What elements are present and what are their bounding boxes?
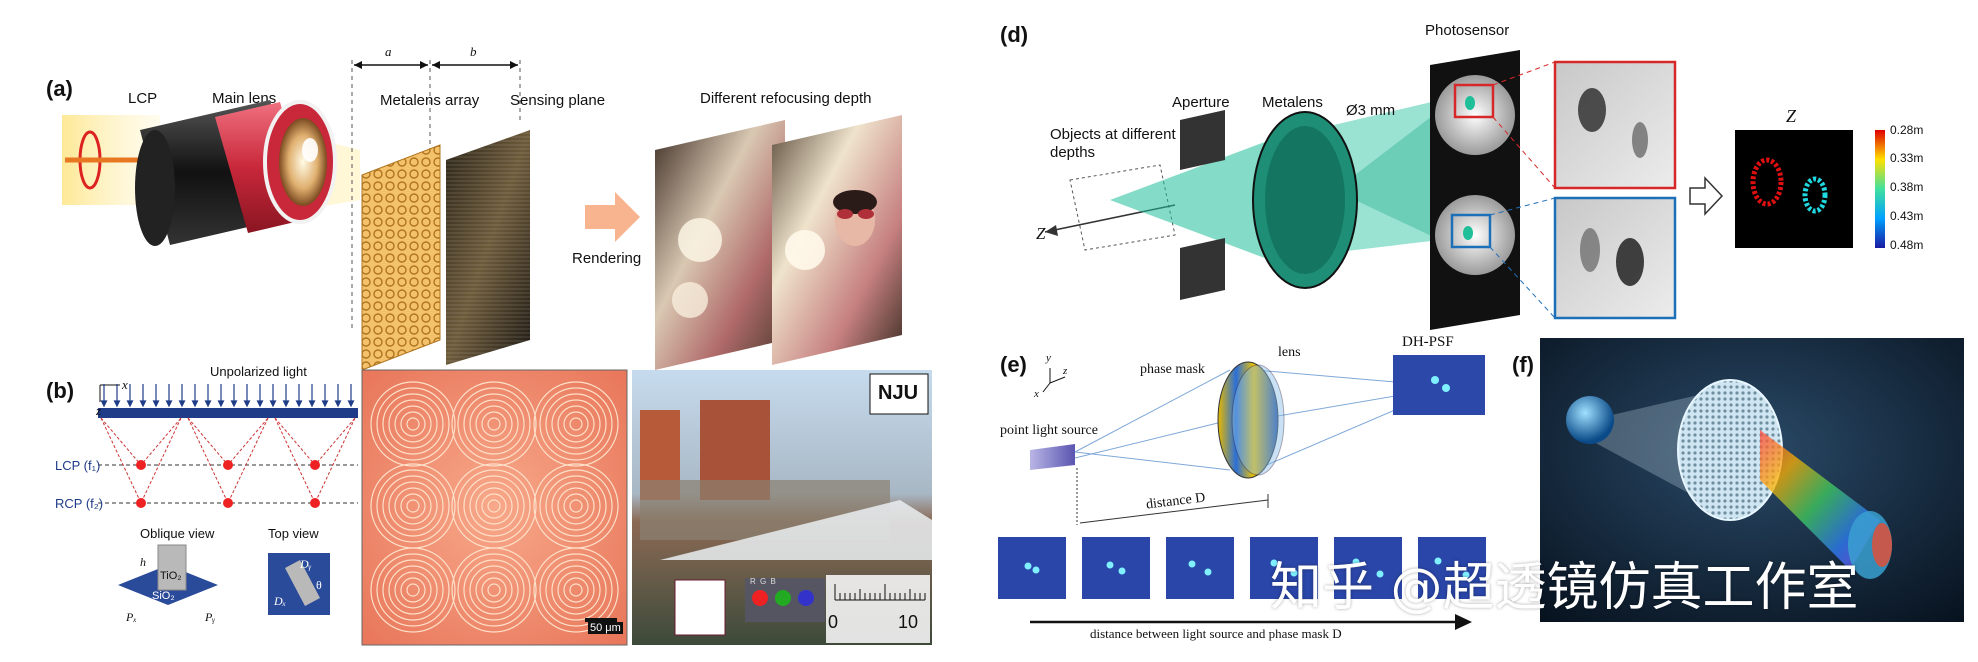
dhpsf-label: DH-PSF bbox=[1402, 334, 1454, 350]
top-view-label: Top view bbox=[268, 526, 319, 541]
watermark: 知乎 @超透镜仿真工作室 bbox=[1270, 558, 1859, 618]
ruler-10-label: 10 bbox=[898, 612, 919, 632]
dx-label: Dₓ bbox=[274, 594, 287, 608]
scale-bar-label: 50 μm bbox=[588, 622, 623, 634]
rendering-label: Rendering bbox=[572, 250, 642, 267]
unpolarized-label: Unpolarized light bbox=[210, 364, 307, 379]
e-axis-z: z bbox=[1063, 365, 1068, 377]
e-axis-x: x bbox=[1034, 388, 1039, 400]
rcp-focus-label: RCP (f₂) bbox=[55, 496, 104, 511]
z-axis-label: Z bbox=[1036, 224, 1046, 243]
nju-label: NJU bbox=[878, 382, 919, 404]
metalens-label: Metalens bbox=[1262, 94, 1323, 111]
ruler-0-label: 0 bbox=[828, 612, 839, 632]
panel-d-label: (d) bbox=[1000, 22, 1029, 47]
rgb-label: R G B bbox=[750, 577, 777, 586]
oblique-view-label: Oblique view bbox=[140, 526, 215, 541]
b-axis-x: x bbox=[122, 377, 128, 392]
h-label: h bbox=[140, 555, 146, 569]
colorbar-tick-2: 0.38m bbox=[1890, 180, 1924, 194]
dim-a-label: a bbox=[385, 44, 392, 59]
panel-f-label: (f) bbox=[1512, 352, 1534, 377]
lcp-label: LCP bbox=[128, 90, 158, 107]
dim-b-label: b bbox=[470, 44, 477, 59]
sensing-plane-label: Sensing plane bbox=[510, 92, 606, 109]
theta-label: θ bbox=[316, 578, 322, 592]
b-axis-z: z bbox=[96, 403, 102, 418]
px-label: Pₓ bbox=[126, 610, 137, 624]
colorbar-tick-4: 0.48m bbox=[1890, 238, 1924, 252]
colorbar-tick-1: 0.33m bbox=[1890, 151, 1924, 165]
dy-label: Dᵧ bbox=[300, 557, 312, 571]
metalens-array-label: Metalens array bbox=[380, 92, 480, 109]
aperture-label: Aperture bbox=[1172, 94, 1230, 111]
point-source-label: point light source bbox=[1000, 423, 1098, 438]
photosensor-label: Photosensor bbox=[1425, 22, 1510, 39]
lcp-focus-label: LCP (f₁) bbox=[55, 458, 101, 473]
tio2-label: TiO₂ bbox=[160, 570, 182, 582]
panel-e-label: (e) bbox=[1000, 352, 1027, 377]
panel-b-label: (b) bbox=[46, 378, 75, 403]
lens-label: lens bbox=[1278, 345, 1301, 360]
e-axis-y: y bbox=[1046, 352, 1051, 364]
depth-map-z-label: Z bbox=[1786, 106, 1797, 126]
panel-a-label: (a) bbox=[46, 76, 73, 101]
diameter-label: Ø3 mm bbox=[1346, 102, 1396, 119]
phase-mask-label: phase mask bbox=[1140, 362, 1205, 377]
py-label: Pᵧ bbox=[205, 610, 216, 624]
objects-label: Objects at different depths bbox=[1050, 126, 1176, 161]
colorbar-tick-0: 0.28m bbox=[1890, 123, 1924, 137]
distance-axis-label: distance between light source and phase … bbox=[1090, 626, 1342, 641]
refocus-label: Different refocusing depth bbox=[700, 90, 872, 107]
sio2-label: SiO₂ bbox=[152, 590, 175, 602]
colorbar-tick-3: 0.43m bbox=[1890, 209, 1924, 223]
